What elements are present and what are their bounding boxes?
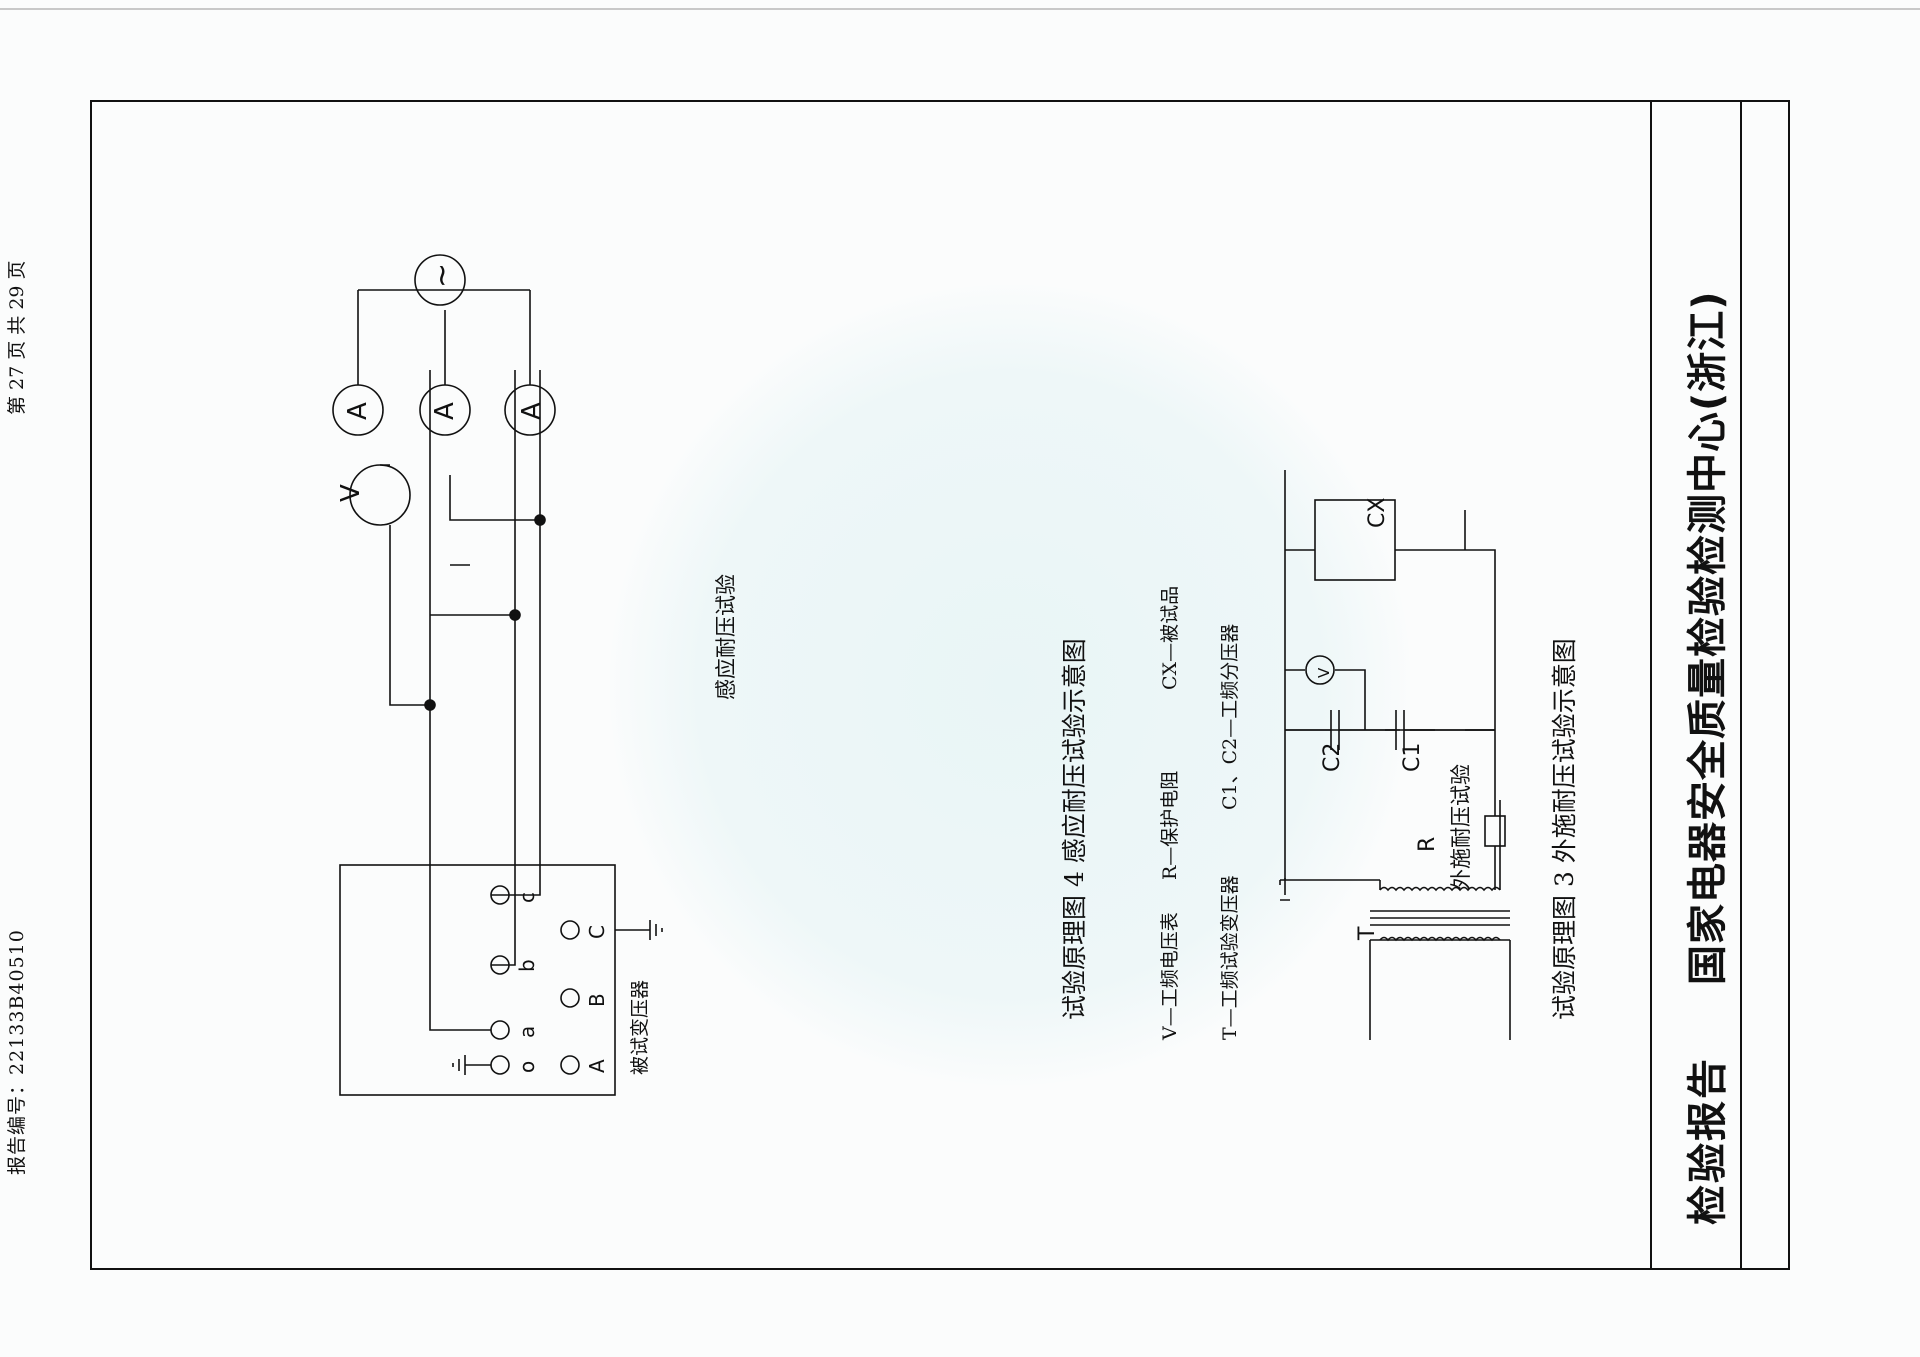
ground-o xyxy=(452,1055,491,1075)
cx-leads xyxy=(1464,510,1495,731)
cx-wiring xyxy=(1285,549,1496,730)
v-lead-top xyxy=(1335,669,1366,730)
t-leads xyxy=(1379,800,1501,890)
ammeter-b xyxy=(419,384,471,436)
terminal-C xyxy=(560,920,580,940)
ground-tank xyxy=(615,920,663,940)
ground-rail xyxy=(1280,470,1380,881)
terminal-a xyxy=(490,1020,510,1040)
ammeter-leads xyxy=(357,290,531,385)
wire-b xyxy=(491,370,516,966)
t-primary-winding xyxy=(1379,936,1501,942)
ac-source xyxy=(414,254,466,306)
ammeter-c xyxy=(332,384,384,436)
t-secondary-winding xyxy=(1379,886,1501,892)
circuit-schematic xyxy=(332,254,1511,1096)
ground-symbol-3 xyxy=(1279,878,1290,901)
diagram-area: 试验原理图 3 外施耐压试验示意图 外施耐压试验 T—工频试验变压器 C1、C2… xyxy=(90,100,1790,1270)
voltmeter-3 xyxy=(1305,655,1335,685)
v-wire-c xyxy=(449,475,540,521)
report-page: 报告编号：22133B40510 第 27 页 共 29 页 检验报告 国家电器… xyxy=(6,100,1790,1270)
test-object-cx xyxy=(1314,499,1396,581)
v-meter-leads xyxy=(380,464,391,565)
terminal-o xyxy=(490,1055,510,1075)
terminal-A xyxy=(560,1055,580,1075)
t-frame-lines xyxy=(1369,940,1511,1040)
v-wires xyxy=(389,564,515,706)
page-number: 第 27 页 共 29 页 xyxy=(6,260,28,415)
t-core xyxy=(1370,910,1510,926)
tested-transformer-box xyxy=(339,864,616,1096)
terminal-B xyxy=(560,988,580,1008)
report-number: 报告编号：22133B40510 xyxy=(6,929,28,1175)
rotated-report-sheet: 报告编号：22133B40510 第 27 页 共 29 页 检验报告 国家电器… xyxy=(6,100,1790,1270)
voltmeter-4 xyxy=(349,464,411,526)
wire-a xyxy=(429,370,491,1031)
ammeter-a xyxy=(504,384,556,436)
scan-top-edge xyxy=(0,8,1920,10)
resistor-r xyxy=(1484,815,1506,847)
wire-c xyxy=(491,370,541,896)
